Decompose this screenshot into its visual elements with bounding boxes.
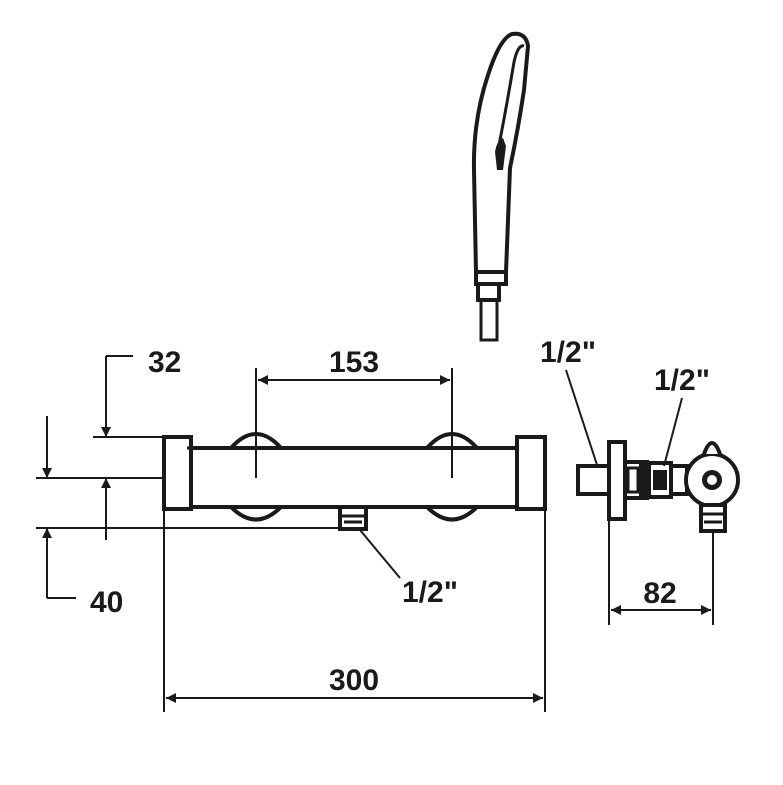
thread-label-side-outlet: 1/2" — [654, 364, 710, 397]
thread-callout-side-outlet: 1/2" — [654, 364, 710, 467]
dimension-40-label: 40 — [90, 586, 123, 619]
thread-label-bottom: 1/2" — [402, 576, 458, 609]
left-handle — [162, 435, 193, 511]
dimension-40: 40 — [36, 416, 340, 619]
hand-shower — [471, 31, 531, 342]
mixer-side-view — [576, 440, 740, 533]
dimension-153-label: 153 — [329, 346, 379, 379]
bottom-outlet — [338, 505, 368, 531]
dimension-300: 300 — [163, 509, 546, 712]
dimension-82: 82 — [608, 519, 714, 625]
mixer-front-view — [162, 368, 547, 531]
dimension-82-label: 82 — [643, 577, 676, 610]
mixer-body — [185, 446, 519, 509]
thread-callout-bottom: 1/2" — [359, 529, 458, 609]
dimension-32: 32 — [36, 346, 181, 540]
dimension-153: 153 — [258, 346, 450, 385]
thread-label-side-inlet: 1/2" — [540, 336, 596, 369]
dimension-32-label: 32 — [148, 346, 181, 379]
right-handle — [515, 435, 547, 511]
dimension-300-label: 300 — [329, 664, 379, 697]
thread-callout-side-inlet: 1/2" — [540, 336, 599, 469]
